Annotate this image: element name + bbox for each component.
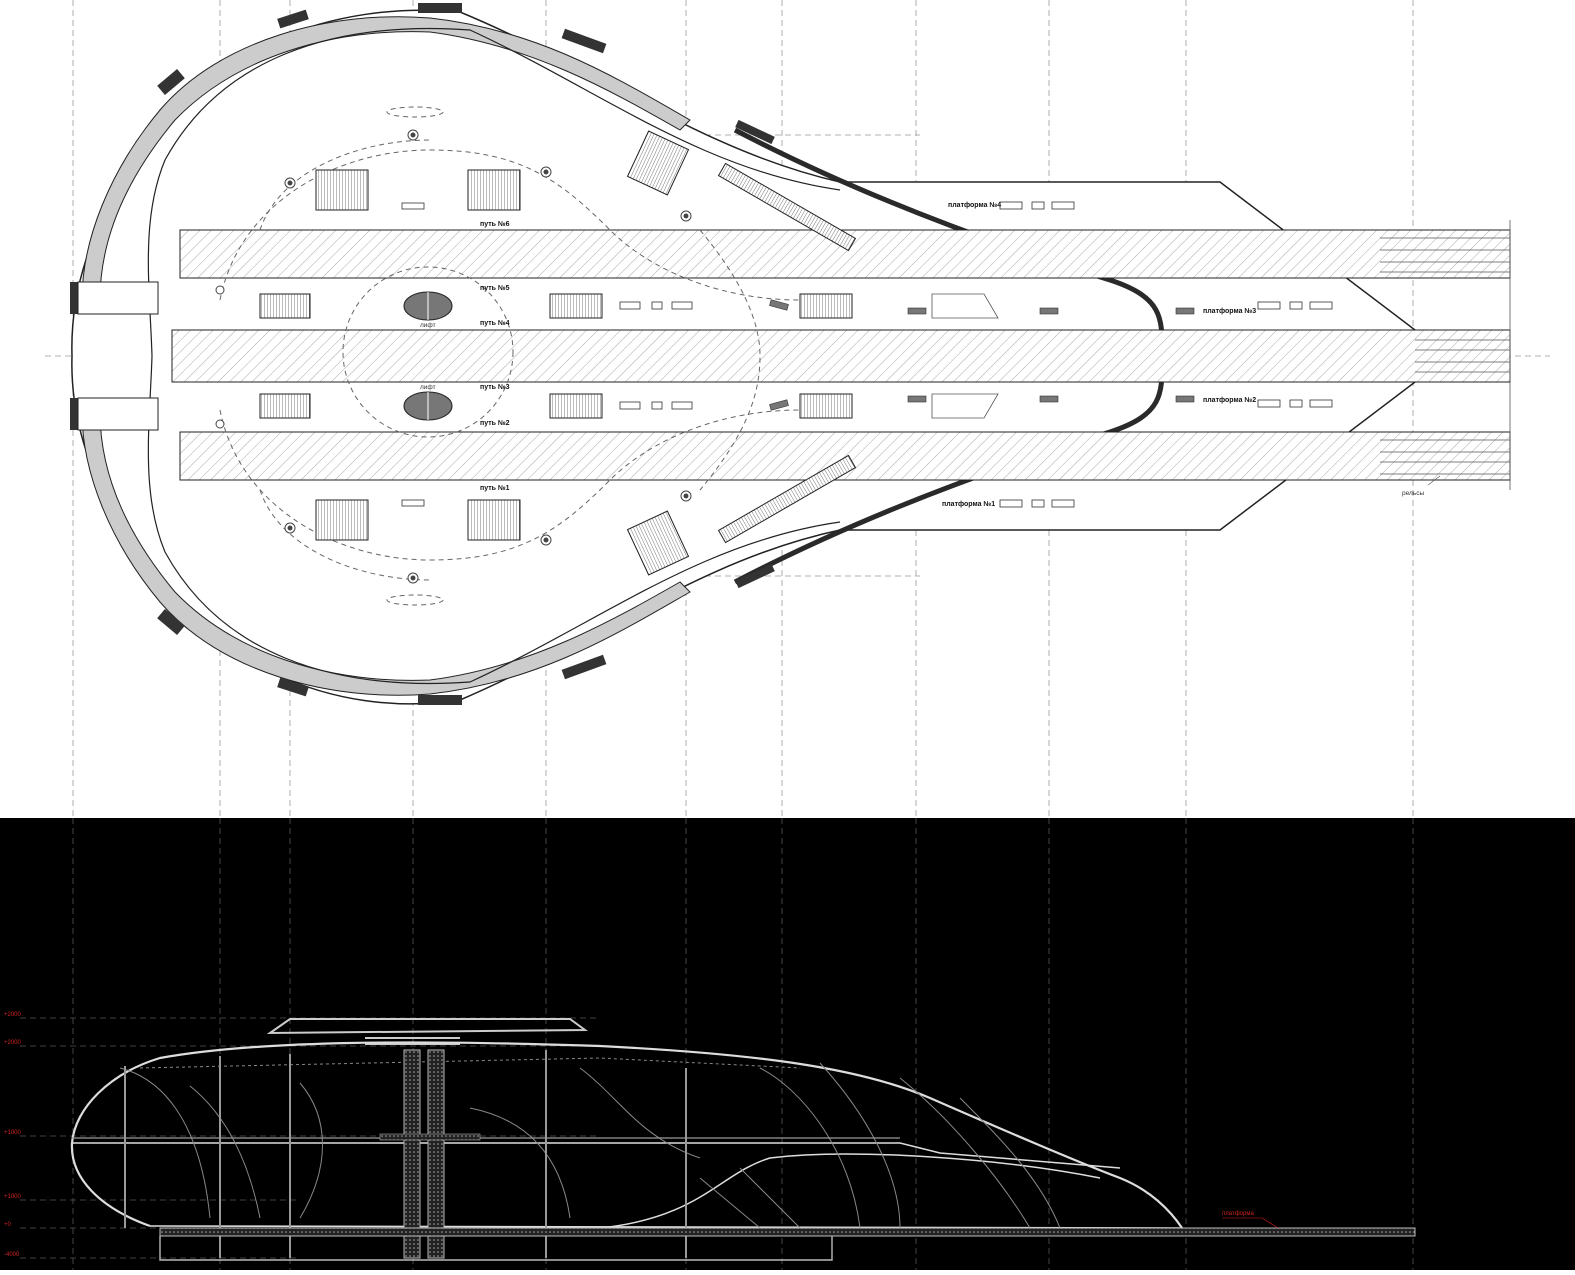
level-mark: +2000 <box>4 1040 22 1046</box>
platform-callout: платформа <box>1222 1211 1279 1229</box>
level-markers: +2000 +2000 +1000 +1000 +0 -4000 <box>4 1012 22 1258</box>
level-mark: +2000 <box>4 1012 22 1018</box>
track-bands <box>171 220 1511 490</box>
rails-label: рельсы <box>1402 490 1424 497</box>
lift-label-upper: лифт <box>420 322 436 329</box>
track-label-4: путь №4 <box>480 319 510 327</box>
kiosk-outlines <box>931 293 999 419</box>
structural-columns <box>72 1050 900 1258</box>
station-section-view: +2000 +2000 +1000 +1000 +0 -4000 <box>0 818 1575 1270</box>
platform-label-3: платформа №3 <box>1203 307 1256 315</box>
lift-shaft-right <box>427 1049 445 1259</box>
signal-blocks <box>769 299 1195 411</box>
interior-lines <box>119 1057 1061 1229</box>
platform-slab <box>159 1227 1416 1261</box>
lift-cabins <box>403 291 453 421</box>
platform-label-4: платформа №4 <box>948 201 1001 209</box>
track-label-6: путь №6 <box>480 220 510 228</box>
platform-label-1: платформа №1 <box>942 500 995 508</box>
stair-blocks <box>259 130 857 576</box>
circulation-paths <box>219 106 801 606</box>
track-label-5: путь №5 <box>480 284 510 292</box>
platform-section-label: платформа <box>1222 1211 1254 1217</box>
level-mark: +0 <box>4 1222 12 1228</box>
level-mark: -4000 <box>4 1252 20 1258</box>
level-mark: +1000 <box>4 1194 22 1200</box>
track-label-1: путь №1 <box>480 484 510 492</box>
lift-shaft <box>379 1049 481 1259</box>
level-mark: +1000 <box>4 1130 22 1136</box>
lift-label-lower: лифт <box>420 384 436 391</box>
lift-shaft-left <box>403 1049 421 1259</box>
building-envelope <box>70 1041 1183 1229</box>
section-grid-lines <box>20 818 1414 1270</box>
platform-fixtures <box>401 201 1333 508</box>
platform-label-2: платформа №2 <box>1203 396 1256 404</box>
plan-labels: путь №6 путь №5 путь №4 путь №3 путь №2 … <box>420 201 1441 508</box>
station-plan-view: путь №6 путь №5 путь №4 путь №3 путь №2 … <box>45 0 1550 818</box>
roof-canopy <box>266 1018 589 1045</box>
track-label-3: путь №3 <box>480 383 510 391</box>
track-label-2: путь №2 <box>480 419 510 427</box>
column-markers <box>215 129 692 584</box>
